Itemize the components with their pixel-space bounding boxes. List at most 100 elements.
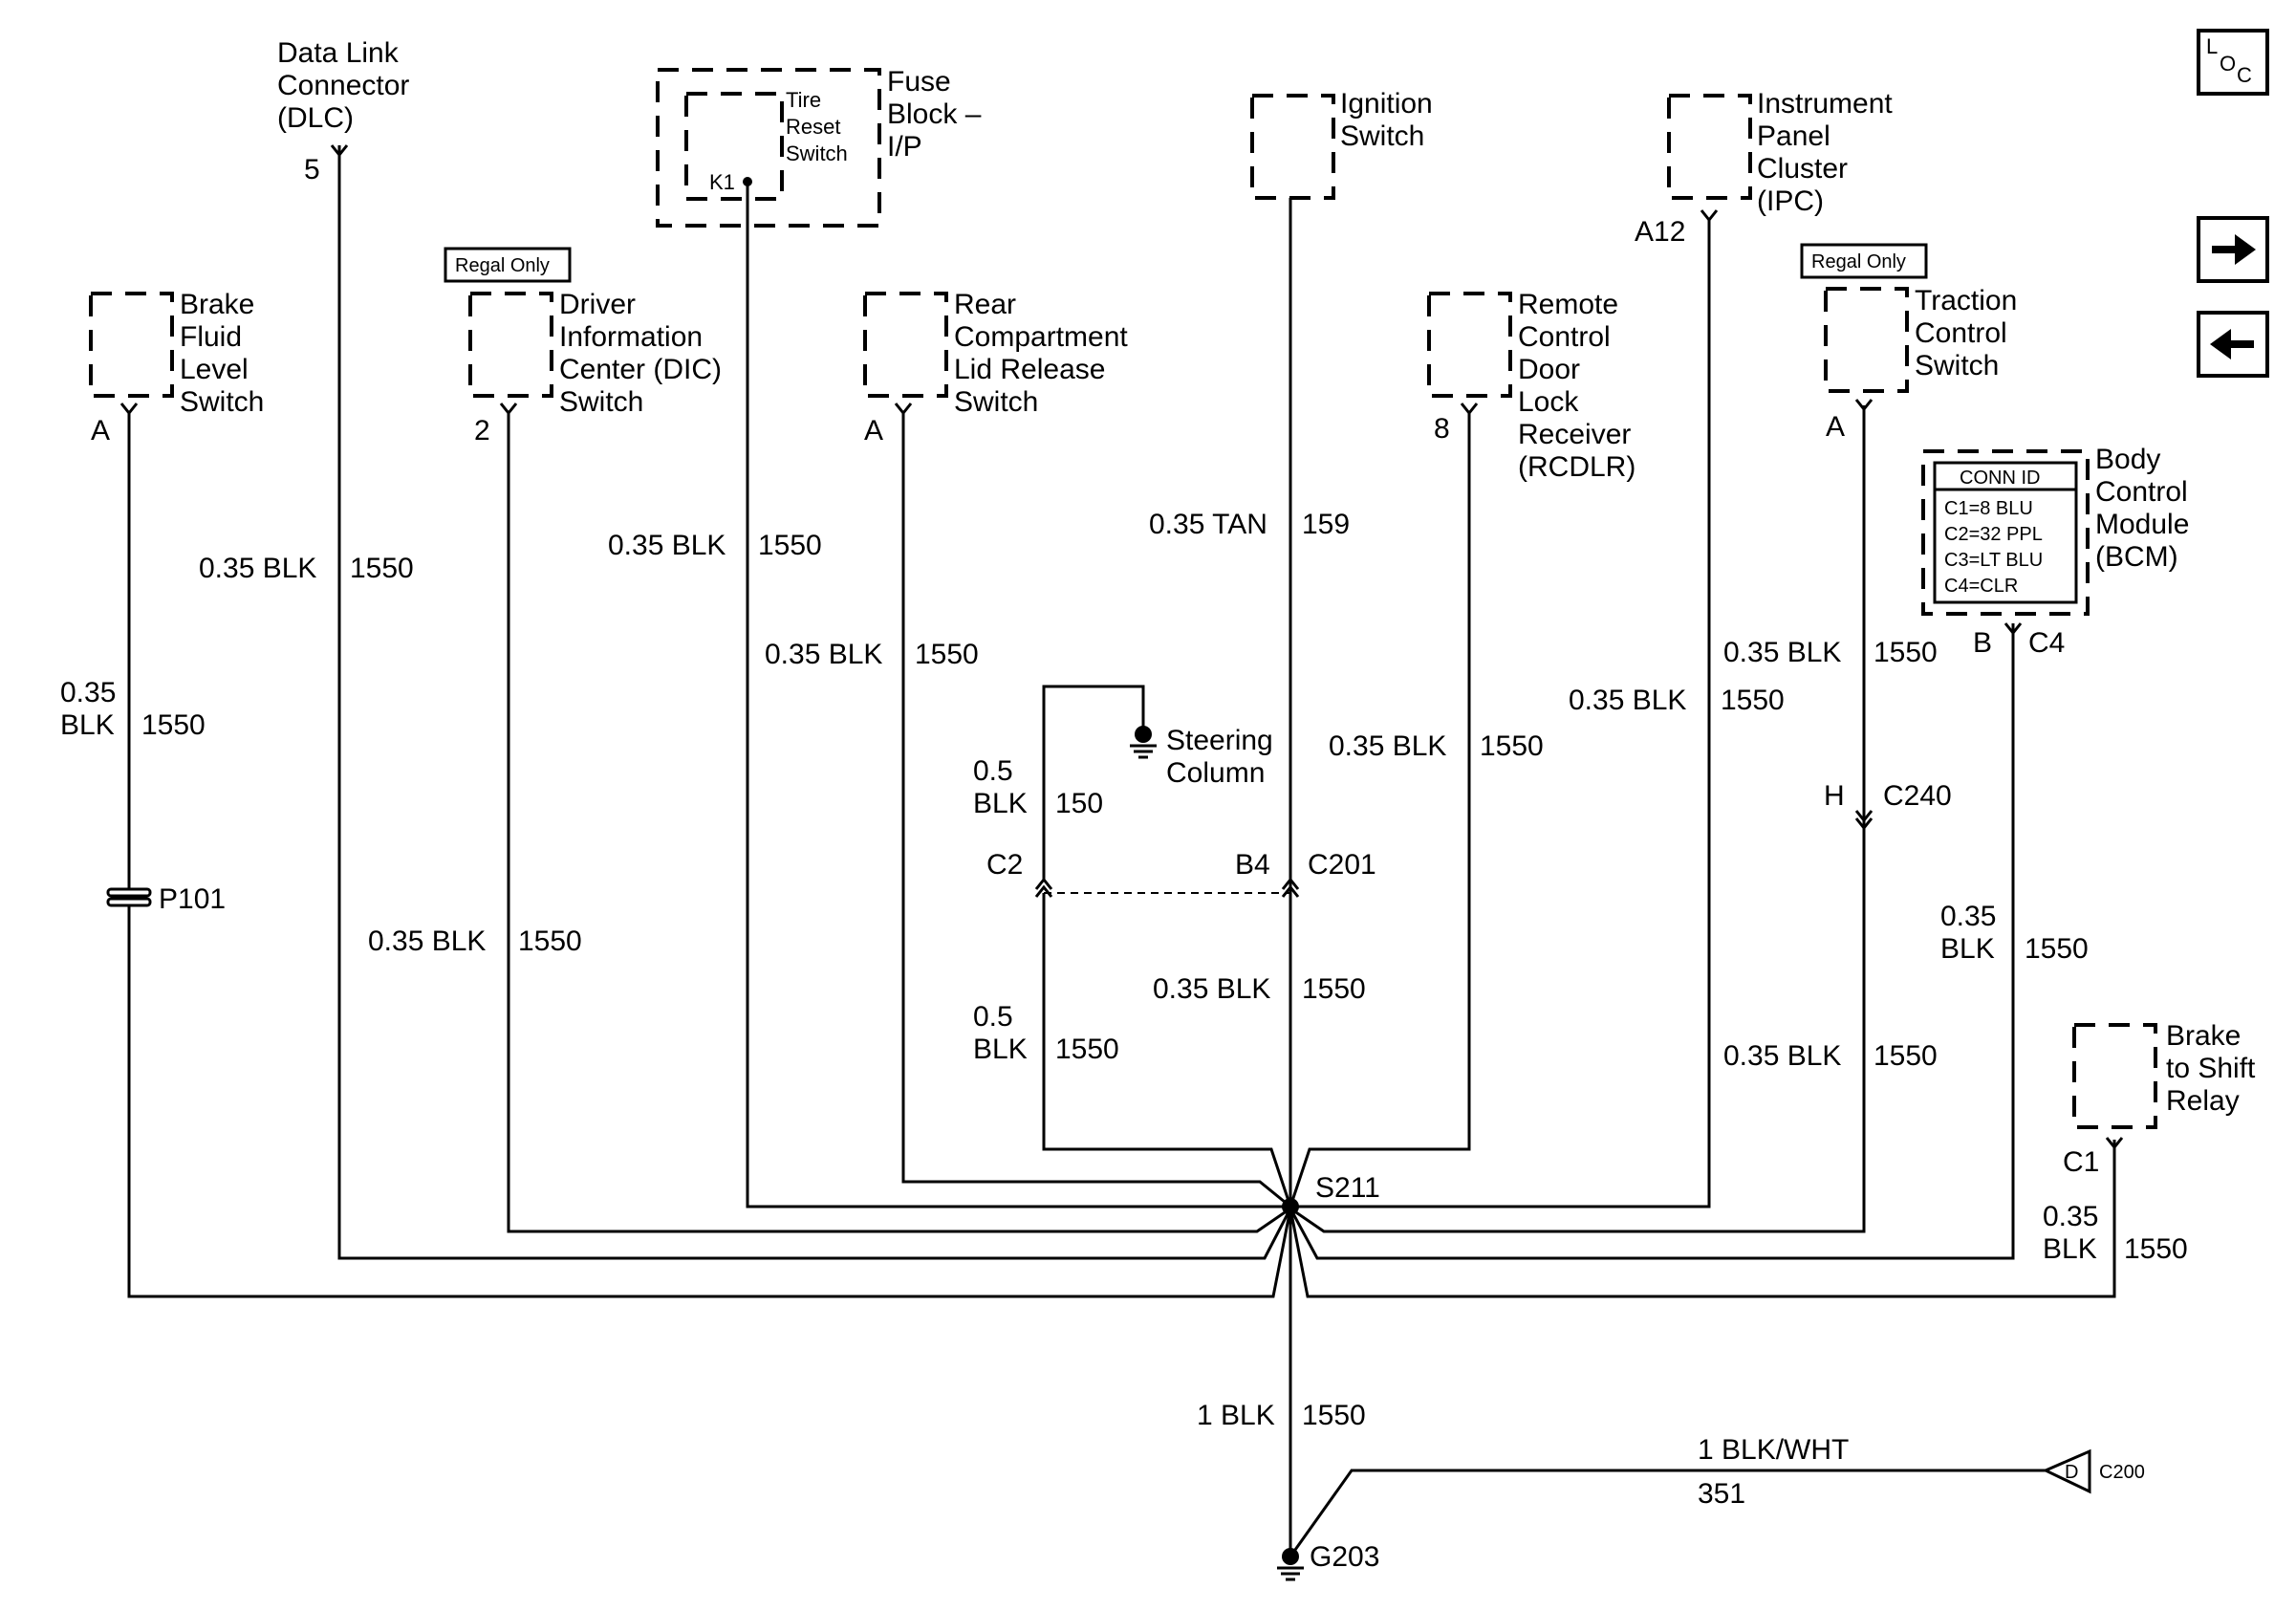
c200-wire-gauge: 1 BLK/WHT [1698, 1434, 1849, 1466]
location-button[interactable]: L O C [2197, 29, 2269, 96]
bcm-conn: C4 [2028, 627, 2065, 659]
brake-shift-label: Brake to Shift Relay C1 [2063, 1020, 2256, 1178]
wire-labels: 0.35 BLK 1550 0.35 BLK 1550 0.35 BLK 155… [60, 509, 2188, 1510]
brake-fluid-label: Brake Fluid Level Switch A [91, 289, 264, 446]
brake-shift-wire-circuit: 1550 [2124, 1233, 2188, 1265]
ipc-label: Instrument Panel Cluster (IPC) A12 [1635, 88, 1893, 248]
brake-fluid-line-4: Switch [180, 386, 264, 418]
rear-lid-label: Rear Compartment Lid Release Switch A [864, 289, 1128, 446]
c240-label: C240 [1883, 780, 1952, 812]
ignition-wire-gauge: 0.35 TAN [1149, 509, 1267, 540]
loc-o: O [2220, 52, 2236, 76]
bcm-line-1: Body [2095, 444, 2160, 475]
c200-label: C200 [2099, 1462, 2145, 1483]
c200-pin-label: D [2065, 1462, 2078, 1483]
rcdlr-line-6: (RCDLR) [1518, 451, 1635, 483]
rcdlr-pin: 8 [1434, 413, 1450, 445]
rcdlr-line-1: Remote [1518, 289, 1618, 320]
bcm-wire-circuit: 1550 [2025, 933, 2089, 965]
fuse-block-line-2: Block – [887, 98, 982, 130]
rear-lid-wire-circuit: 1550 [915, 639, 979, 670]
arrow-right-icon [2212, 234, 2256, 265]
dic-line-2: Information [559, 321, 703, 353]
next-page-button[interactable] [2197, 216, 2269, 283]
traction-upper-wire-circuit: 1550 [1874, 637, 1938, 668]
component-boxes [89, 68, 2157, 1129]
dic-line-3: Center (DIC) [559, 354, 722, 385]
dic-pin: 2 [474, 415, 490, 446]
ipc-line-3: Cluster [1757, 153, 1848, 185]
ipc-line-4: (IPC) [1757, 185, 1824, 217]
brake-fluid-line-3: Level [180, 354, 249, 385]
traction-upper-wire-gauge: 0.35 BLK [1723, 637, 1841, 668]
ipc-wire-gauge: 0.35 BLK [1569, 685, 1686, 716]
c201-label: C201 [1308, 849, 1376, 881]
bcm-wire-gauge-2: BLK [1940, 933, 1995, 965]
ipc-line-2: Panel [1757, 120, 1830, 152]
ignition-line-1: Ignition [1340, 88, 1433, 120]
steering-lower-gauge-2: BLK [973, 1034, 1028, 1065]
dlc-line-1: Data Link [277, 37, 400, 69]
rcdlr-label: Remote Control Door Lock Receiver (RCDLR… [1434, 289, 1635, 483]
traction-tag: Regal Only [1811, 251, 1906, 272]
rear-lid-line-3: Lid Release [954, 354, 1105, 385]
traction-lower-wire-gauge: 0.35 BLK [1723, 1040, 1841, 1072]
traction-line-1: Traction [1915, 285, 2017, 316]
dlc-wire-gauge: 0.35 BLK [199, 553, 316, 584]
steering-upper-gauge-1: 0.5 [973, 755, 1013, 787]
steering-column-line-2: Column [1166, 757, 1265, 789]
brake-shift-wire-gauge-2: BLK [2043, 1233, 2097, 1265]
traction-label: Regal Only Traction Control Switch A [1811, 251, 2017, 443]
ipc-line-1: Instrument [1757, 88, 1893, 120]
dic-line-1: Driver [559, 289, 636, 320]
fuse-block-line-3: I/P [887, 131, 922, 163]
rcdlr-wire-gauge: 0.35 BLK [1329, 730, 1446, 762]
tire-reset-line-2: Reset [786, 115, 840, 139]
ground-label: G203 [1310, 1541, 1379, 1573]
arrow-left-icon [2210, 329, 2254, 359]
brake-shift-wire-gauge-1: 0.35 [2043, 1201, 2098, 1232]
brake-fluid-wire-circuit: 1550 [141, 709, 206, 741]
tire-reset-line-3: Switch [786, 142, 848, 165]
tire-reset-wire-gauge: 0.35 BLK [608, 530, 726, 561]
rear-lid-line-2: Compartment [954, 321, 1128, 353]
brake-fluid-line-1: Brake [180, 289, 254, 320]
rcdlr-line-3: Door [1518, 354, 1580, 385]
bcm-line-2: Control [2095, 476, 2188, 508]
dlc-wire-circuit: 1550 [350, 553, 414, 584]
p101-label: P101 [159, 883, 226, 915]
rear-lid-line-1: Rear [954, 289, 1016, 320]
bcm-line-3: Module [2095, 509, 2189, 540]
rear-lid-wire-gauge: 0.35 BLK [765, 639, 882, 670]
rear-lid-line-4: Switch [954, 386, 1038, 418]
rcdlr-wire-circuit: 1550 [1480, 730, 1544, 762]
brake-shift-line-3: Relay [2166, 1085, 2240, 1117]
dic-wire-circuit: 1550 [518, 925, 582, 957]
traction-line-3: Switch [1915, 350, 1999, 381]
dlc-label: Data Link Connector (DLC) 5 [277, 37, 409, 185]
steering-upper-circuit: 150 [1055, 788, 1103, 819]
loc-c: C [2237, 63, 2252, 87]
loc-l: L [2206, 34, 2218, 58]
bcm-conn-row-2: C2=32 PPL [1944, 524, 2043, 545]
tire-reset-line-1: Tire [786, 88, 821, 112]
traction-pin: A [1826, 411, 1845, 443]
wiring [127, 145, 2116, 1557]
fuse-block-line-1: Fuse [887, 66, 951, 98]
ignition-line-2: Switch [1340, 120, 1424, 152]
ground-wire-gauge: 1 BLK [1197, 1400, 1275, 1431]
ipc-wire-circuit: 1550 [1721, 685, 1785, 716]
rcdlr-line-4: Lock [1518, 386, 1579, 418]
splice-dot [1282, 1198, 1299, 1215]
prev-page-button[interactable] [2197, 311, 2269, 378]
center-lower-wire-gauge: 0.35 BLK [1153, 973, 1270, 1005]
tire-reset-wire-circuit: 1550 [758, 530, 822, 561]
steering-lower-gauge-1: 0.5 [973, 1001, 1013, 1033]
fuse-block-label: Fuse Block – I/P Tire Reset Switch K1 [709, 66, 982, 194]
dlc-line-3: (DLC) [277, 102, 354, 134]
traction-lower-wire-circuit: 1550 [1874, 1040, 1938, 1072]
ignition-wire-circuit: 159 [1302, 509, 1350, 540]
dlc-line-2: Connector [277, 70, 409, 101]
b4-label: B4 [1235, 849, 1270, 881]
